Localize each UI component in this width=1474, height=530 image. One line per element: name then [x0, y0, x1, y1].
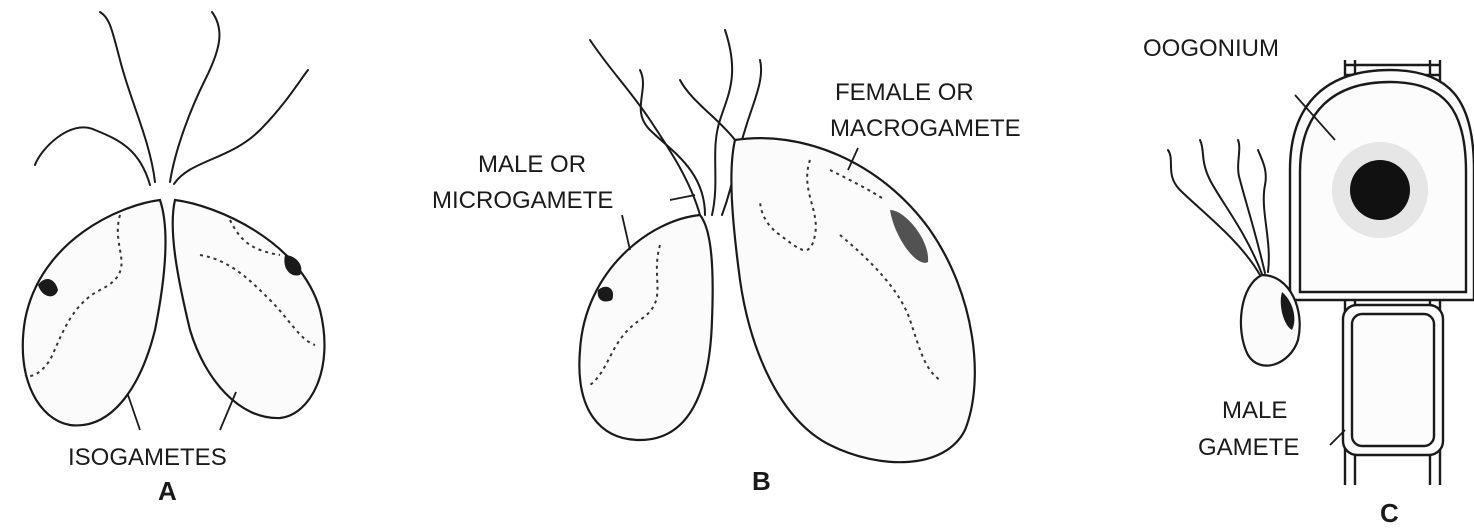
male-gamete	[1168, 140, 1300, 366]
male-leader	[622, 215, 630, 250]
oogonium-label: OOGONIUM	[1143, 35, 1279, 62]
male-leader-2	[670, 195, 695, 200]
microgamete	[579, 215, 712, 440]
oogonium	[1290, 70, 1474, 300]
isogametes-leader-right	[220, 392, 236, 430]
isogamete-flagella	[35, 12, 308, 185]
male-gamete-label-line2: GAMETE	[1198, 434, 1299, 461]
isogamete-left	[23, 200, 166, 425]
male-gamete-label-line1: MALE	[1222, 397, 1287, 424]
panel-a-letter: A	[158, 476, 177, 506]
female-label-line2: MACROGAMETE	[830, 115, 1021, 142]
male-label-line1: MALE OR	[478, 151, 586, 178]
macrogamete	[731, 138, 974, 462]
panel-c-letter: C	[1380, 498, 1399, 528]
panel-c-oogamy: OOGONIUM MALE GAMETE C	[1143, 35, 1474, 528]
panel-b-letter: B	[752, 466, 771, 496]
egg-nucleus-icon	[1350, 160, 1410, 220]
panel-a-isogametes: ISOGAMETES A	[23, 12, 325, 506]
vegetative-cell	[1343, 305, 1443, 455]
isogametes-leader-left	[128, 395, 140, 430]
female-label-line1: FEMALE OR	[835, 79, 974, 106]
panel-b-anisogametes: MALE OR MICROGAMETE FEMALE OR MACROGAMET…	[432, 30, 1021, 496]
isogametes-label: ISOGAMETES	[68, 444, 227, 471]
male-label-line2: MICROGAMETE	[432, 187, 613, 214]
isogamete-right	[173, 200, 325, 418]
